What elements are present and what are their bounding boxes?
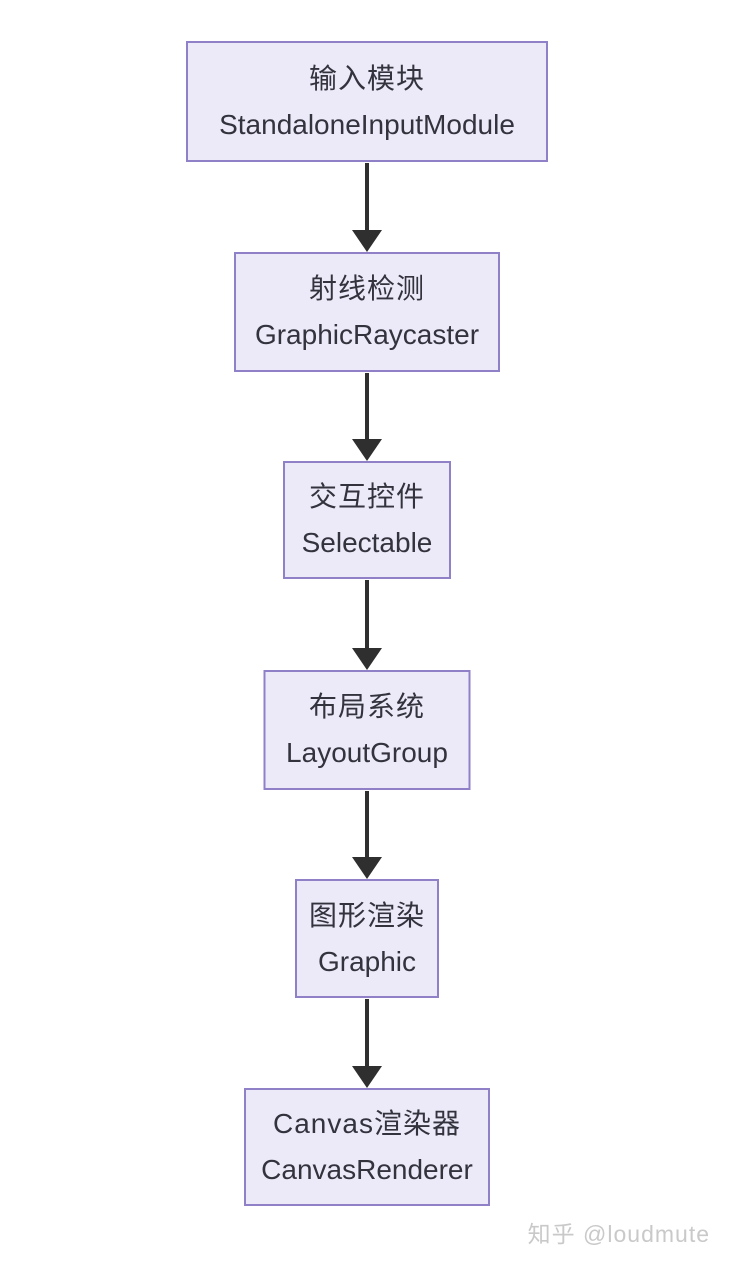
flow-node-input-module: 输入模块 StandaloneInputModule (186, 41, 548, 162)
arrow-head-icon (352, 857, 382, 879)
node-label-zh: 布局系统 (308, 691, 425, 722)
arrow-head-icon (352, 439, 382, 461)
watermark: 知乎 @loudmute (527, 1221, 710, 1247)
arrow-shaft (365, 580, 369, 648)
node-label-en: Selectable (301, 527, 433, 558)
arrow-shaft (365, 791, 369, 857)
node-label-zh: 交互控件 (308, 481, 425, 512)
arrow-shaft (365, 163, 369, 230)
node-label-en: CanvasRenderer (261, 1154, 473, 1185)
node-label-zh: Canvas渲染器 (273, 1108, 461, 1139)
arrow-head-icon (352, 1066, 382, 1088)
arrow-head-icon (352, 230, 382, 252)
node-label-en: LayoutGroup (286, 737, 448, 768)
flow-node-canvas-renderer: Canvas渲染器 CanvasRenderer (244, 1088, 490, 1206)
arrow-down-icon (352, 791, 382, 879)
flow-node-graphic-raycaster: 射线检测 GraphicRaycaster (234, 252, 500, 372)
node-label-en: StandaloneInputModule (219, 108, 515, 140)
arrow-down-icon (352, 999, 382, 1088)
flow-node-graphic: 图形渲染 Graphic (295, 879, 439, 998)
node-label-zh: 输入模块 (308, 62, 425, 94)
arrow-head-icon (352, 648, 382, 670)
arrow-shaft (365, 999, 369, 1066)
node-label-en: Graphic (317, 945, 417, 977)
arrow-shaft (365, 373, 369, 439)
flow-node-selectable: 交互控件 Selectable (283, 461, 451, 579)
node-label-zh: 射线检测 (308, 273, 425, 304)
arrow-down-icon (352, 373, 382, 461)
arrow-down-icon (352, 580, 382, 670)
flow-node-layout-group: 布局系统 LayoutGroup (263, 670, 471, 790)
node-label-zh: 图形渲染 (308, 899, 425, 931)
node-label-en: GraphicRaycaster (254, 319, 480, 350)
arrow-down-icon (352, 163, 382, 252)
